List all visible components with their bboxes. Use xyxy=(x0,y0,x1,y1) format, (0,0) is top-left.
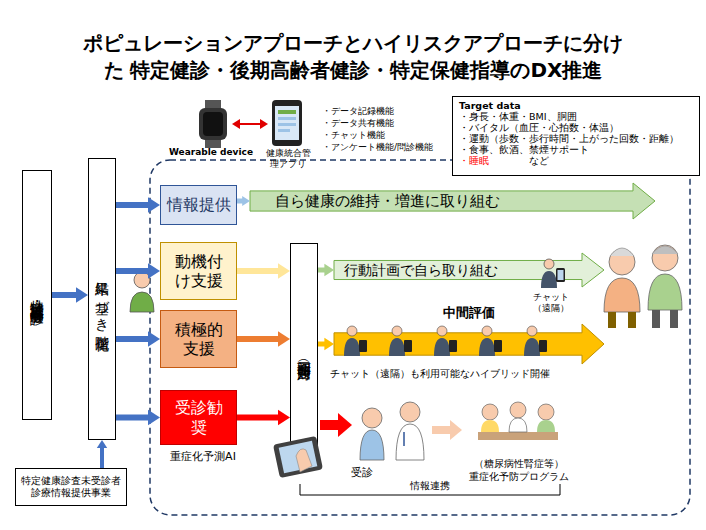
arrow-shaft xyxy=(237,336,279,342)
arrow-shaft xyxy=(318,342,325,347)
text-label: Wearable device xyxy=(168,147,254,158)
arrow-shaft xyxy=(100,447,104,468)
flow-arrow xyxy=(318,338,334,350)
node-text: 行動計画で自ら取り組む xyxy=(344,262,498,279)
flow-arrow xyxy=(237,331,290,347)
motivation-box: 動機付け支援 xyxy=(160,242,237,300)
flow-arrow xyxy=(116,263,160,279)
text-label: 情報連携 xyxy=(400,480,460,493)
text-label: 重症化予測AI xyxy=(158,450,248,464)
text-label: ・チャット機能 xyxy=(322,130,452,141)
node-text: 初回面接（対面） xyxy=(296,350,313,358)
smartphone xyxy=(272,100,302,146)
tablet-hand xyxy=(273,436,323,478)
arrow-head xyxy=(324,338,334,350)
flow-arrow xyxy=(237,196,250,206)
text-label: 受診 xyxy=(342,466,382,480)
person-thinking xyxy=(130,272,154,312)
node-text: 中間評価 xyxy=(334,305,604,321)
node-text: Target data xyxy=(459,100,693,111)
session-figures xyxy=(344,326,547,356)
arrow-head xyxy=(278,263,290,279)
self-care-band: 自ら健康の維持・増進に取り組む xyxy=(250,183,655,219)
referral-arrow xyxy=(320,413,352,437)
arrow-head xyxy=(148,263,160,279)
arrow-shaft xyxy=(116,202,149,208)
doctor-consultation xyxy=(360,402,424,460)
arrow-head xyxy=(97,440,107,448)
text-label: チャット（遠隔）も利用可能なハイブリッド開催 xyxy=(330,368,590,381)
arrow-head xyxy=(148,331,160,347)
diagram-title: ポピュレーションアプローチとハイリスクアプローチに分けた 特定健診・後期高齢者健… xyxy=(78,30,628,84)
band-arrow-outline xyxy=(334,324,604,364)
node-text: ・身長・体重・BMI、胴囲 xyxy=(459,111,693,122)
arrow-head xyxy=(278,410,290,426)
arrow-shaft xyxy=(116,268,149,274)
flow-arrow xyxy=(237,410,290,426)
active-support-box: 積極的支援 xyxy=(160,310,237,368)
chat-person xyxy=(541,259,565,288)
active-support-band: 中間評価 xyxy=(334,324,604,364)
flow-arrow xyxy=(237,263,290,279)
text-label: ・データ記録機能 xyxy=(322,106,452,117)
arrow-shaft xyxy=(116,415,149,421)
info-arrow xyxy=(432,420,462,440)
arrow-shaft xyxy=(318,268,325,273)
flow-arrow xyxy=(116,331,160,347)
info-sharing-bracket xyxy=(300,484,560,495)
arrow-head xyxy=(242,196,250,206)
arrow-head xyxy=(148,197,160,213)
arrow-shaft xyxy=(116,336,149,342)
arrow-head xyxy=(278,331,290,347)
unexamined-box: 特定健康診査未受診者 診療情報提供事業 xyxy=(15,468,127,506)
arrow-shaft xyxy=(52,292,77,298)
referral-box: 受診勧奨 xyxy=(160,390,237,445)
arrow-head xyxy=(148,410,160,426)
text-label: （糖尿病性腎症等） 重症化予防プログラム xyxy=(468,458,570,483)
target-data-box: Target data・身長・体重・BMI、胴囲・バイタル（血圧・心拍数・体温）… xyxy=(452,96,700,176)
dashed-region xyxy=(150,160,690,515)
wearable-watch xyxy=(199,100,227,148)
node-text: ・バイタル（血圧・心拍数・体温） xyxy=(459,122,693,133)
text-label: ・データ共有機能 xyxy=(322,118,452,129)
arrow-shaft xyxy=(237,199,243,204)
band-arrow-outline xyxy=(250,183,655,219)
band-arrow-shape xyxy=(334,324,604,364)
node-text: ・運動（歩数・歩行時間・上がった回数・距離） xyxy=(459,133,693,144)
flow-arrow xyxy=(52,287,88,303)
arrow-head xyxy=(324,264,334,276)
node-text: 受診勧奨 xyxy=(167,398,230,436)
checkup-box: 特定健診・後期高齢者健診 xyxy=(22,170,52,420)
info-box: 情報提供 xyxy=(160,185,237,225)
node-text: など xyxy=(529,155,549,166)
node-text: 情報提供 xyxy=(167,195,231,214)
flow-arrow xyxy=(116,197,160,213)
prevention-program-group xyxy=(478,402,558,440)
sync-double-arrow xyxy=(232,119,268,129)
node-text: 特定健康診査未受診者 診療情報提供事業 xyxy=(19,475,123,499)
node-text: 積極的支援 xyxy=(173,320,224,358)
flow-arrow xyxy=(97,440,107,468)
node-text: 自ら健康の維持・増進に取り組む xyxy=(275,192,500,210)
interview-box: 初回面接（対面） xyxy=(290,243,318,465)
node-text: 特定健診・後期高齢者健診 xyxy=(29,289,46,301)
stratify-box: 結果に基づき階層化 xyxy=(88,158,116,440)
arrow-shaft xyxy=(237,415,279,421)
arrow-head xyxy=(76,287,88,303)
text-label: チャット（遠隔） xyxy=(526,292,576,315)
node-text: 動機付け支援 xyxy=(167,252,230,290)
flow-arrow xyxy=(318,264,334,276)
node-text: ・食事、飲酒、禁煙サポート xyxy=(459,144,693,155)
elderly-couple xyxy=(604,245,682,328)
flow-arrow xyxy=(116,410,160,426)
node-text: ・睡眠 xyxy=(459,155,489,166)
arrow-shaft xyxy=(237,268,279,274)
band-arrow-outline xyxy=(334,253,604,287)
node-text: 結果に基づき階層化 xyxy=(94,271,111,328)
text-label: ・アンケート機能/問診機能 xyxy=(322,142,452,153)
text-label: 健康統合管理アプリ xyxy=(262,148,314,171)
action-plan-band: 行動計画で自ら取り組む xyxy=(334,253,604,287)
